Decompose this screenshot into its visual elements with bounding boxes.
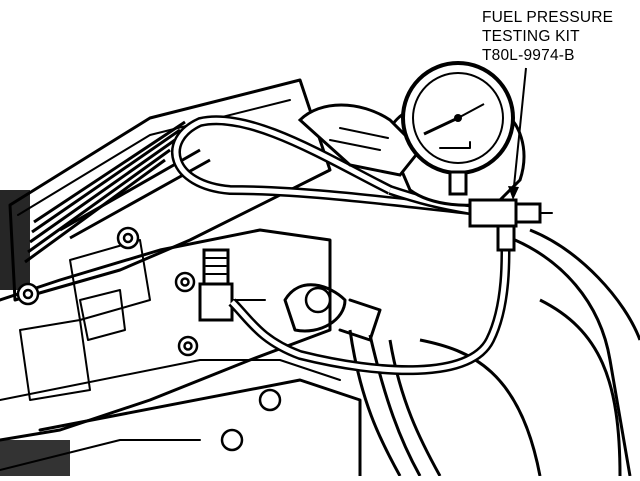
fuel-rail-valve [198, 248, 266, 322]
valve-cover [0, 78, 332, 302]
callout-line-3: T80L-9974-B [482, 47, 575, 64]
callout-line-1: FUEL PRESSURE [482, 9, 614, 26]
pressure-gauge [401, 61, 515, 196]
gauge-fitting [468, 198, 553, 252]
engine-block [0, 228, 362, 478]
callout-line-2: TESTING KIT [482, 28, 580, 45]
callout-label: FUEL PRESSURE TESTING KIT T80L-9974-B [482, 8, 613, 65]
callout-leader-arrow [508, 186, 519, 200]
throttle-body [283, 283, 382, 342]
callout-leader-line [512, 67, 527, 197]
gauge-hose [171, 115, 511, 376]
hoses [348, 228, 640, 477]
bolts [16, 226, 282, 452]
